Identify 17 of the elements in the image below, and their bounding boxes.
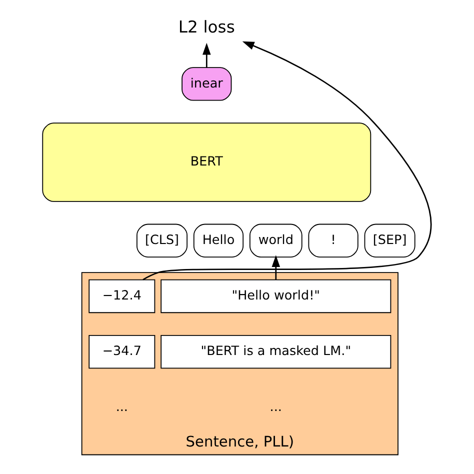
node-text: ... bbox=[116, 400, 128, 415]
node-text: ... bbox=[270, 400, 282, 415]
arrow bbox=[142, 41, 432, 280]
node-box: inear bbox=[182, 67, 232, 101]
node-box: ! bbox=[308, 224, 358, 258]
node-box: "BERT is a masked LM." bbox=[160, 334, 392, 369]
node-box: Hello bbox=[193, 224, 244, 258]
node-box: [CLS] bbox=[136, 224, 188, 258]
node-box: world bbox=[249, 224, 302, 258]
node-box: "Hello world!" bbox=[160, 279, 392, 314]
node-box: −34.7 bbox=[88, 334, 156, 369]
node-text: L2 loss bbox=[178, 17, 235, 36]
node-box: BERT bbox=[42, 122, 372, 202]
arrow bbox=[202, 42, 211, 68]
node-box: [SEP] bbox=[364, 224, 416, 258]
arrow bbox=[272, 255, 280, 280]
node-box: −12.4 bbox=[88, 279, 156, 314]
